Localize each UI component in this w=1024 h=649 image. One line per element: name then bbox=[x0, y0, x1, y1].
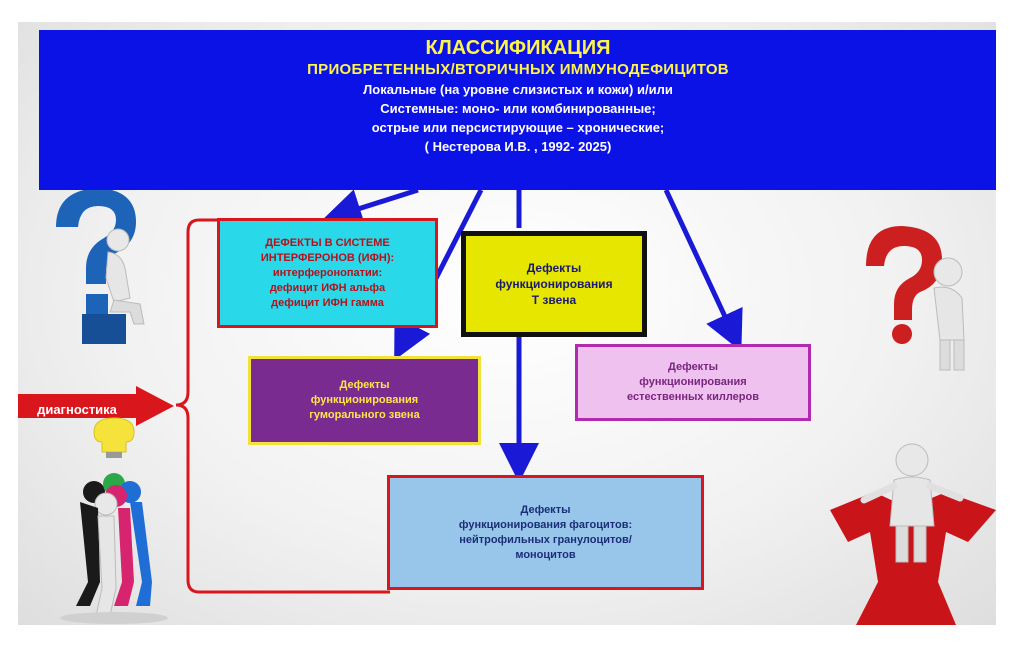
phagocyte-line-4: моноцитов bbox=[515, 548, 576, 561]
question-mark-thinker-left-icon bbox=[56, 188, 145, 344]
nk-line-2: функционирования bbox=[639, 376, 747, 388]
slide: КЛАССИФИКАЦИЯ ПРИОБРЕТЕННЫХ/ВТОРИЧНЫХ ИМ… bbox=[18, 22, 996, 625]
header-line-3: острые или персистирующие – хронические; bbox=[371, 120, 665, 135]
phagocyte-line-3: нейтрофильных гранулоцитов/ bbox=[459, 533, 632, 546]
arrow-to-interferon bbox=[321, 187, 419, 228]
diagnostics-arrow-shape bbox=[18, 386, 174, 426]
question-mark-thinker-right-icon bbox=[866, 226, 965, 371]
interferon-line-2: ИНТЕРФЕРОНОВ (ИФН): bbox=[260, 251, 395, 264]
phagocyte-line-1: Дефекты bbox=[520, 503, 571, 516]
interferon-line-4: дефицит ИФН альфа bbox=[269, 281, 386, 294]
humoral-line-2: функционирования bbox=[310, 394, 419, 406]
nk-line-1: Дефекты bbox=[668, 361, 718, 373]
header-line-2: Системные: моно- или комбинированные; bbox=[380, 101, 656, 116]
header-line-1: Локальные (на уровне слизистых и кожи) и… bbox=[363, 82, 673, 97]
interferon-line-3: интерферонопатии: bbox=[272, 266, 383, 279]
diagnostics-label: диагностика bbox=[37, 402, 117, 417]
interferon-line-5: дефицит ИФН гамма bbox=[271, 296, 384, 309]
phagocyte-defects-box: Дефекты функционирования фагоцитов: нейт… bbox=[387, 475, 704, 590]
nk-line-3: естественных киллеров bbox=[627, 391, 759, 403]
phagocyte-line-2: функционирования фагоцитов: bbox=[458, 518, 633, 531]
humoral-line-3: гуморального звена bbox=[309, 409, 420, 421]
header-line-4: ( Нестерова И.В. , 1992- 2025) bbox=[424, 139, 612, 154]
interferon-line-1: ДЕФЕКТЫ В СИСТЕМЕ bbox=[265, 236, 390, 249]
humoral-line-1: Дефекты bbox=[339, 379, 390, 391]
diagnostics-bracket bbox=[175, 218, 390, 594]
t-cell-line-2: функционирования bbox=[495, 277, 613, 291]
header-title: КЛАССИФИКАЦИЯ bbox=[425, 37, 611, 59]
lightbulb-team-icon bbox=[60, 417, 168, 624]
t-cell-line-3: Т звена bbox=[531, 293, 577, 307]
nk-cell-defects-box: Дефекты функционирования естественных ки… bbox=[575, 344, 811, 421]
arrow-to-nk bbox=[663, 188, 743, 352]
t-cell-defects-box: Дефекты функционирования Т звена bbox=[461, 231, 647, 337]
classification-header: КЛАССИФИКАЦИЯ ПРИОБРЕТЕННЫХ/ВТОРИЧНЫХ ИМ… bbox=[39, 30, 996, 190]
crossroads-person-icon bbox=[830, 443, 996, 625]
interferon-defects-box: ДЕФЕКТЫ В СИСТЕМЕ ИНТЕРФЕРОНОВ (ИФН): ин… bbox=[217, 218, 438, 328]
humoral-defects-box: Дефекты функционирования гуморального зв… bbox=[248, 356, 481, 445]
header-subtitle: ПРИОБРЕТЕННЫХ/ВТОРИЧНЫХ ИММУНОДЕФИЦИТОВ bbox=[307, 61, 729, 78]
t-cell-line-1: Дефекты bbox=[526, 261, 582, 275]
decorations-layer bbox=[18, 187, 996, 625]
